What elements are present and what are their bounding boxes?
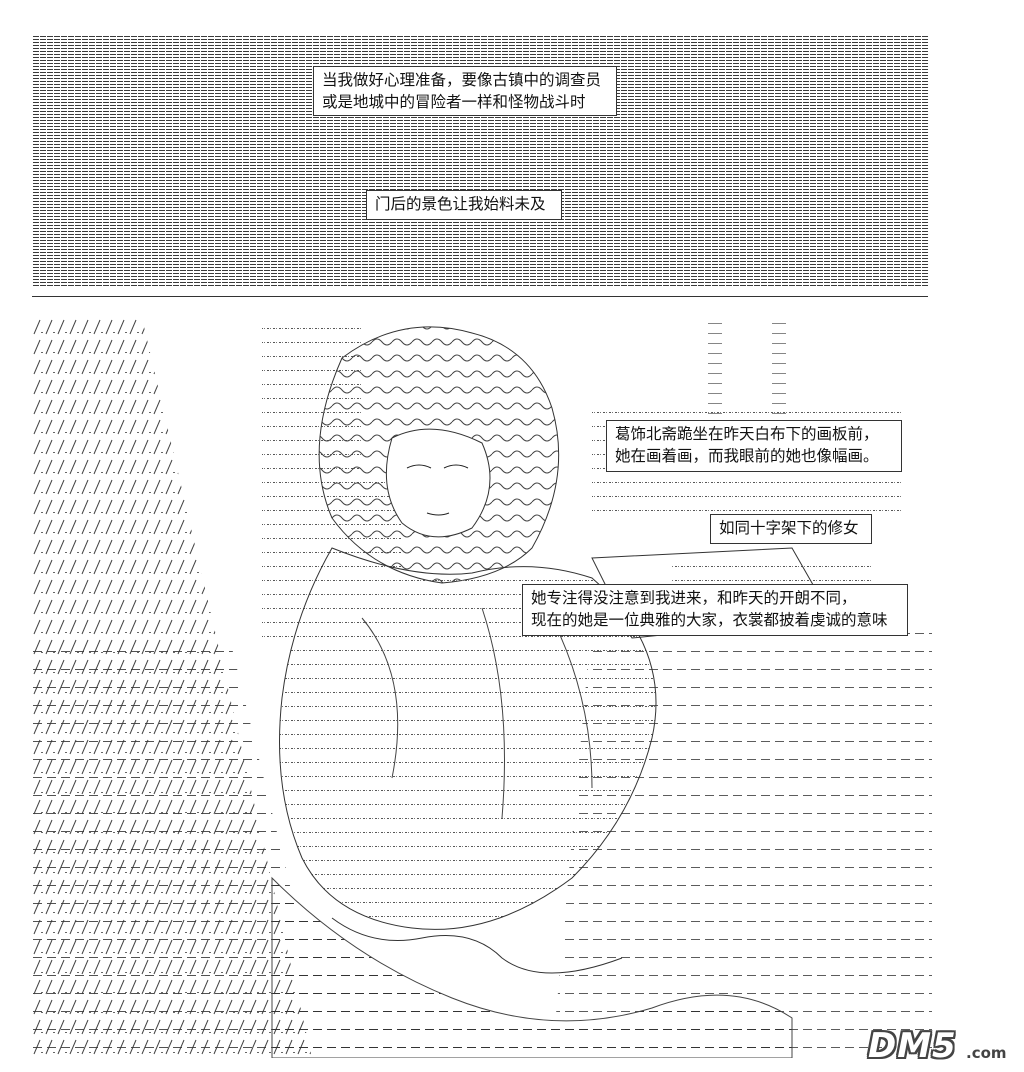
caption-2: 门后的景色让我始料未及 [366,190,562,220]
caption-3: 葛饰北斋跪坐在昨天白布下的画板前， 她在画着画，而我眼前的她也像幅画。 [606,420,902,472]
watermark-suffix: .com [966,1044,1007,1062]
caption-4: 如同十字架下的修女 [710,514,872,544]
panel-divider [32,296,928,297]
ascii-art-scene [32,318,932,1058]
caption-5: 她专注得没注意到我进来，和昨天的开朗不同， 现在的她是一位典雅的大家，衣裳都披着… [522,584,908,636]
caption-1: 当我做好心理准备，要像古镇中的调查员 或是地城中的冒险者一样和怪物战斗时 [313,66,617,116]
scene-drawing [32,318,932,1058]
watermark-main: DM5 [868,1026,957,1066]
site-watermark-logo: DM5 .com [868,1024,1018,1068]
